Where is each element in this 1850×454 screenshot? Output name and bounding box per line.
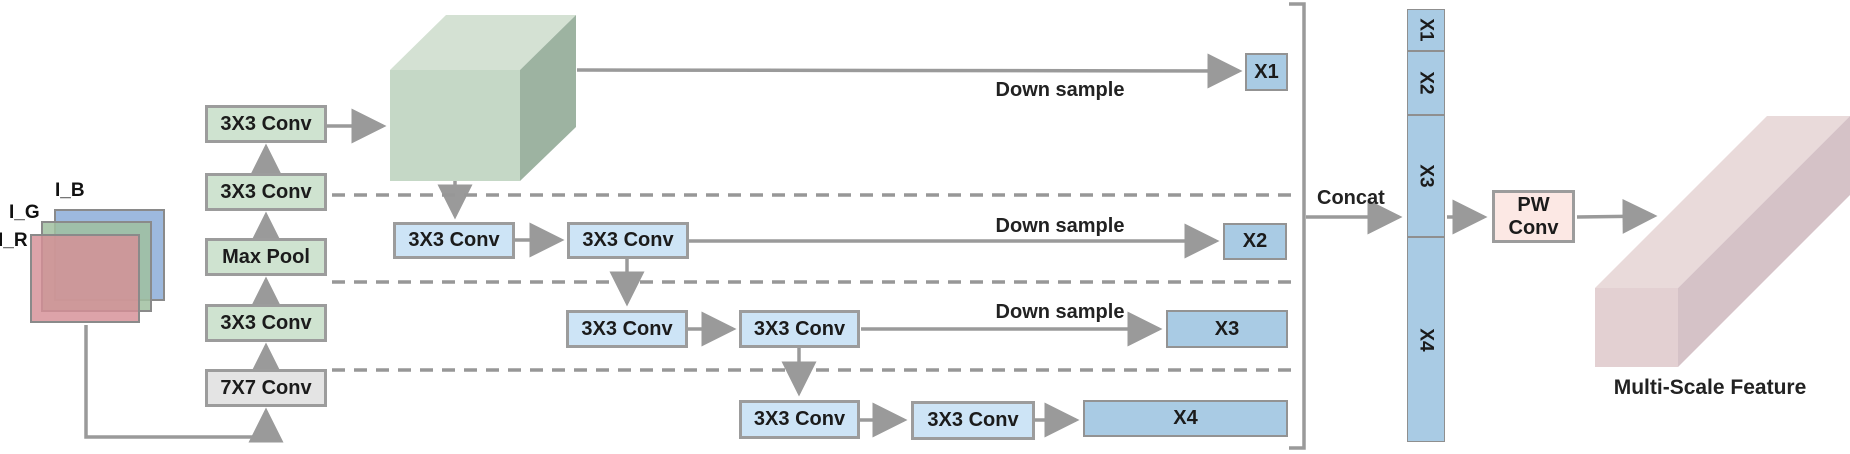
row2-conv2-box: 3X3 Conv [567,222,689,259]
input-label-b: I_B [55,180,85,201]
row3-conv1-box: 3X3 Conv [566,310,688,348]
feature-bar-side-face [1678,116,1850,367]
feature-cube-front-face [390,70,520,181]
x4-output-box: X4 [1083,400,1288,437]
input-label-r: I_R [0,230,28,251]
stack-segment-x3-label: X3 [1416,164,1437,188]
stack-segment-x1-label: X1 [1416,18,1437,42]
downsample-label-3: Down sample [995,301,1125,323]
stem-maxpool-box: Max Pool [205,238,327,276]
input-image-red [30,234,140,323]
stack-segment-x2-label: X2 [1416,71,1437,95]
row4-conv2-box: 3X3 Conv [911,401,1035,440]
concat-bracket [1289,2,1306,450]
row3-conv2-box: 3X3 Conv [739,310,860,348]
input-label-g: I_G [9,202,40,223]
x1-output-box: X1 [1245,53,1288,91]
stack-segment-x4-label: X4 [1416,327,1437,352]
feature-bar-front-face [1595,288,1678,367]
feature-bar-top-face [1595,116,1850,288]
feature-cube-side-face [520,15,576,181]
downsample-label-2: Down sample [995,215,1125,237]
stem-conv3-box-1: 3X3 Conv [205,304,327,342]
downsample-label-1: Down sample [995,79,1125,101]
pw-to-feature-arrow [1576,198,1658,234]
stem-conv3-box-3: 3X3 Conv [205,105,327,143]
stem-conv3-box-2: 3X3 Conv [205,173,327,211]
stack-segment-x4: X4 [1407,237,1445,442]
feature-cube-top-face [390,15,576,70]
cube-to-x1-arrow [576,53,1243,89]
concat-label: Concat [1317,187,1385,209]
row4-conv1-box: 3X3 Conv [739,400,860,439]
stack-segment-x2: X2 [1407,51,1445,115]
pw-conv-box: PW Conv [1492,190,1575,243]
stack-segment-x3: X3 [1407,115,1445,237]
x2-output-box: X2 [1223,223,1287,260]
multi-scale-feature-label: Multi-Scale Feature [1613,376,1807,399]
input-to-conv7-arrow [84,325,284,443]
row2-conv1-box: 3X3 Conv [393,222,515,259]
stem-conv7-box: 7X7 Conv [205,369,327,407]
x3-output-box: X3 [1166,310,1288,348]
stack-segment-x1: X1 [1407,9,1445,51]
